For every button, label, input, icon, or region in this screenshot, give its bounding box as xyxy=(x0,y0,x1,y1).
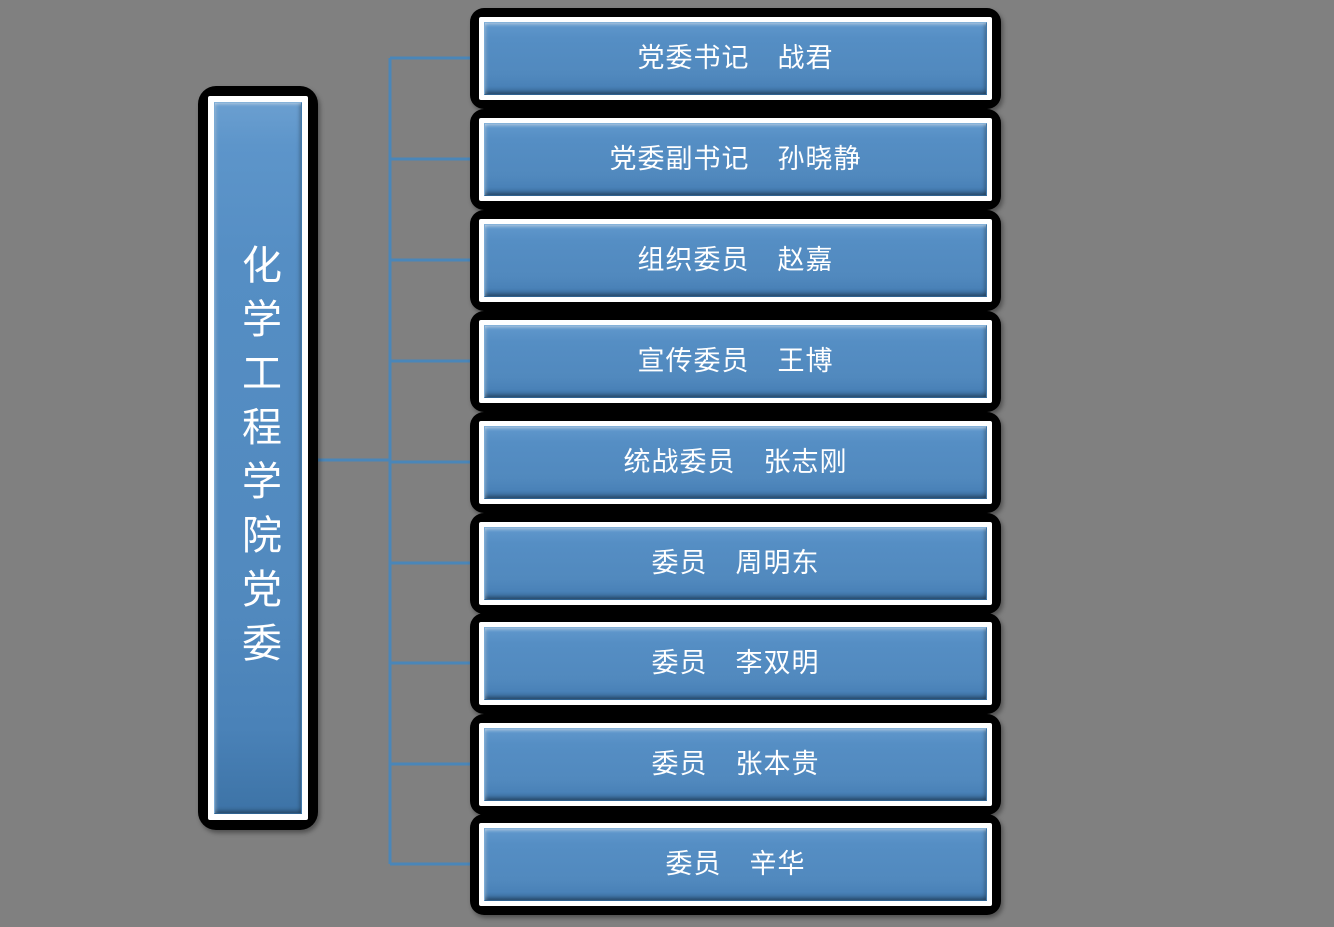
org-node-inner: 党委副书记 孙晓静 xyxy=(479,118,992,201)
org-node-member-2[interactable]: 委员 李双明 xyxy=(470,613,1001,714)
org-node-deputy-party-secretary[interactable]: 党委副书记 孙晓静 xyxy=(470,109,1001,210)
org-node-root-label: 化学工程学院党委 xyxy=(236,244,280,676)
org-node-inner: 统战委员 张志刚 xyxy=(479,421,992,504)
org-node-member-1[interactable]: 委员 周明东 xyxy=(470,513,1001,614)
org-node-face: 统战委员 张志刚 xyxy=(484,426,987,499)
org-node-united-front-member[interactable]: 统战委员 张志刚 xyxy=(470,412,1001,513)
org-node-inner: 宣传委员 王博 xyxy=(479,320,992,403)
org-node-label: 党委副书记 孙晓静 xyxy=(609,144,862,175)
org-node-publicity-member[interactable]: 宣传委员 王博 xyxy=(470,311,1001,412)
org-node-label: 宣传委员 王博 xyxy=(637,346,834,377)
org-node-face: 委员 张本贵 xyxy=(484,728,987,801)
org-node-inner: 组织委员 赵嘉 xyxy=(479,219,992,302)
org-node-root-inner: 化学工程学院党委 xyxy=(208,96,308,820)
org-node-face: 委员 周明东 xyxy=(484,527,987,600)
org-node-label: 委员 周明东 xyxy=(651,548,820,579)
org-node-label: 统战委员 张志刚 xyxy=(623,447,848,478)
org-node-label: 委员 辛华 xyxy=(665,849,806,880)
org-node-label: 委员 李双明 xyxy=(651,648,820,679)
org-node-inner: 委员 辛华 xyxy=(479,823,992,906)
org-node-member-4[interactable]: 委员 辛华 xyxy=(470,814,1001,915)
org-node-inner: 委员 张本贵 xyxy=(479,723,992,806)
org-node-label: 组织委员 赵嘉 xyxy=(637,245,834,276)
org-node-root-face: 化学工程学院党委 xyxy=(214,102,302,814)
org-node-face: 党委书记 战君 xyxy=(484,22,987,95)
org-node-face: 宣传委员 王博 xyxy=(484,325,987,398)
org-node-root[interactable]: 化学工程学院党委 xyxy=(198,86,318,830)
org-node-face: 党委副书记 孙晓静 xyxy=(484,123,987,196)
org-node-organization-member[interactable]: 组织委员 赵嘉 xyxy=(470,210,1001,311)
org-node-member-3[interactable]: 委员 张本贵 xyxy=(470,714,1001,815)
org-node-inner: 党委书记 战君 xyxy=(479,17,992,100)
org-node-inner: 委员 周明东 xyxy=(479,522,992,605)
org-node-face: 委员 李双明 xyxy=(484,627,987,700)
org-node-party-secretary[interactable]: 党委书记 战君 xyxy=(470,8,1001,109)
org-node-face: 组织委员 赵嘉 xyxy=(484,224,987,297)
org-node-face: 委员 辛华 xyxy=(484,828,987,901)
org-node-label: 党委书记 战君 xyxy=(637,43,834,74)
org-node-inner: 委员 李双明 xyxy=(479,622,992,705)
org-node-label: 委员 张本贵 xyxy=(651,749,820,780)
